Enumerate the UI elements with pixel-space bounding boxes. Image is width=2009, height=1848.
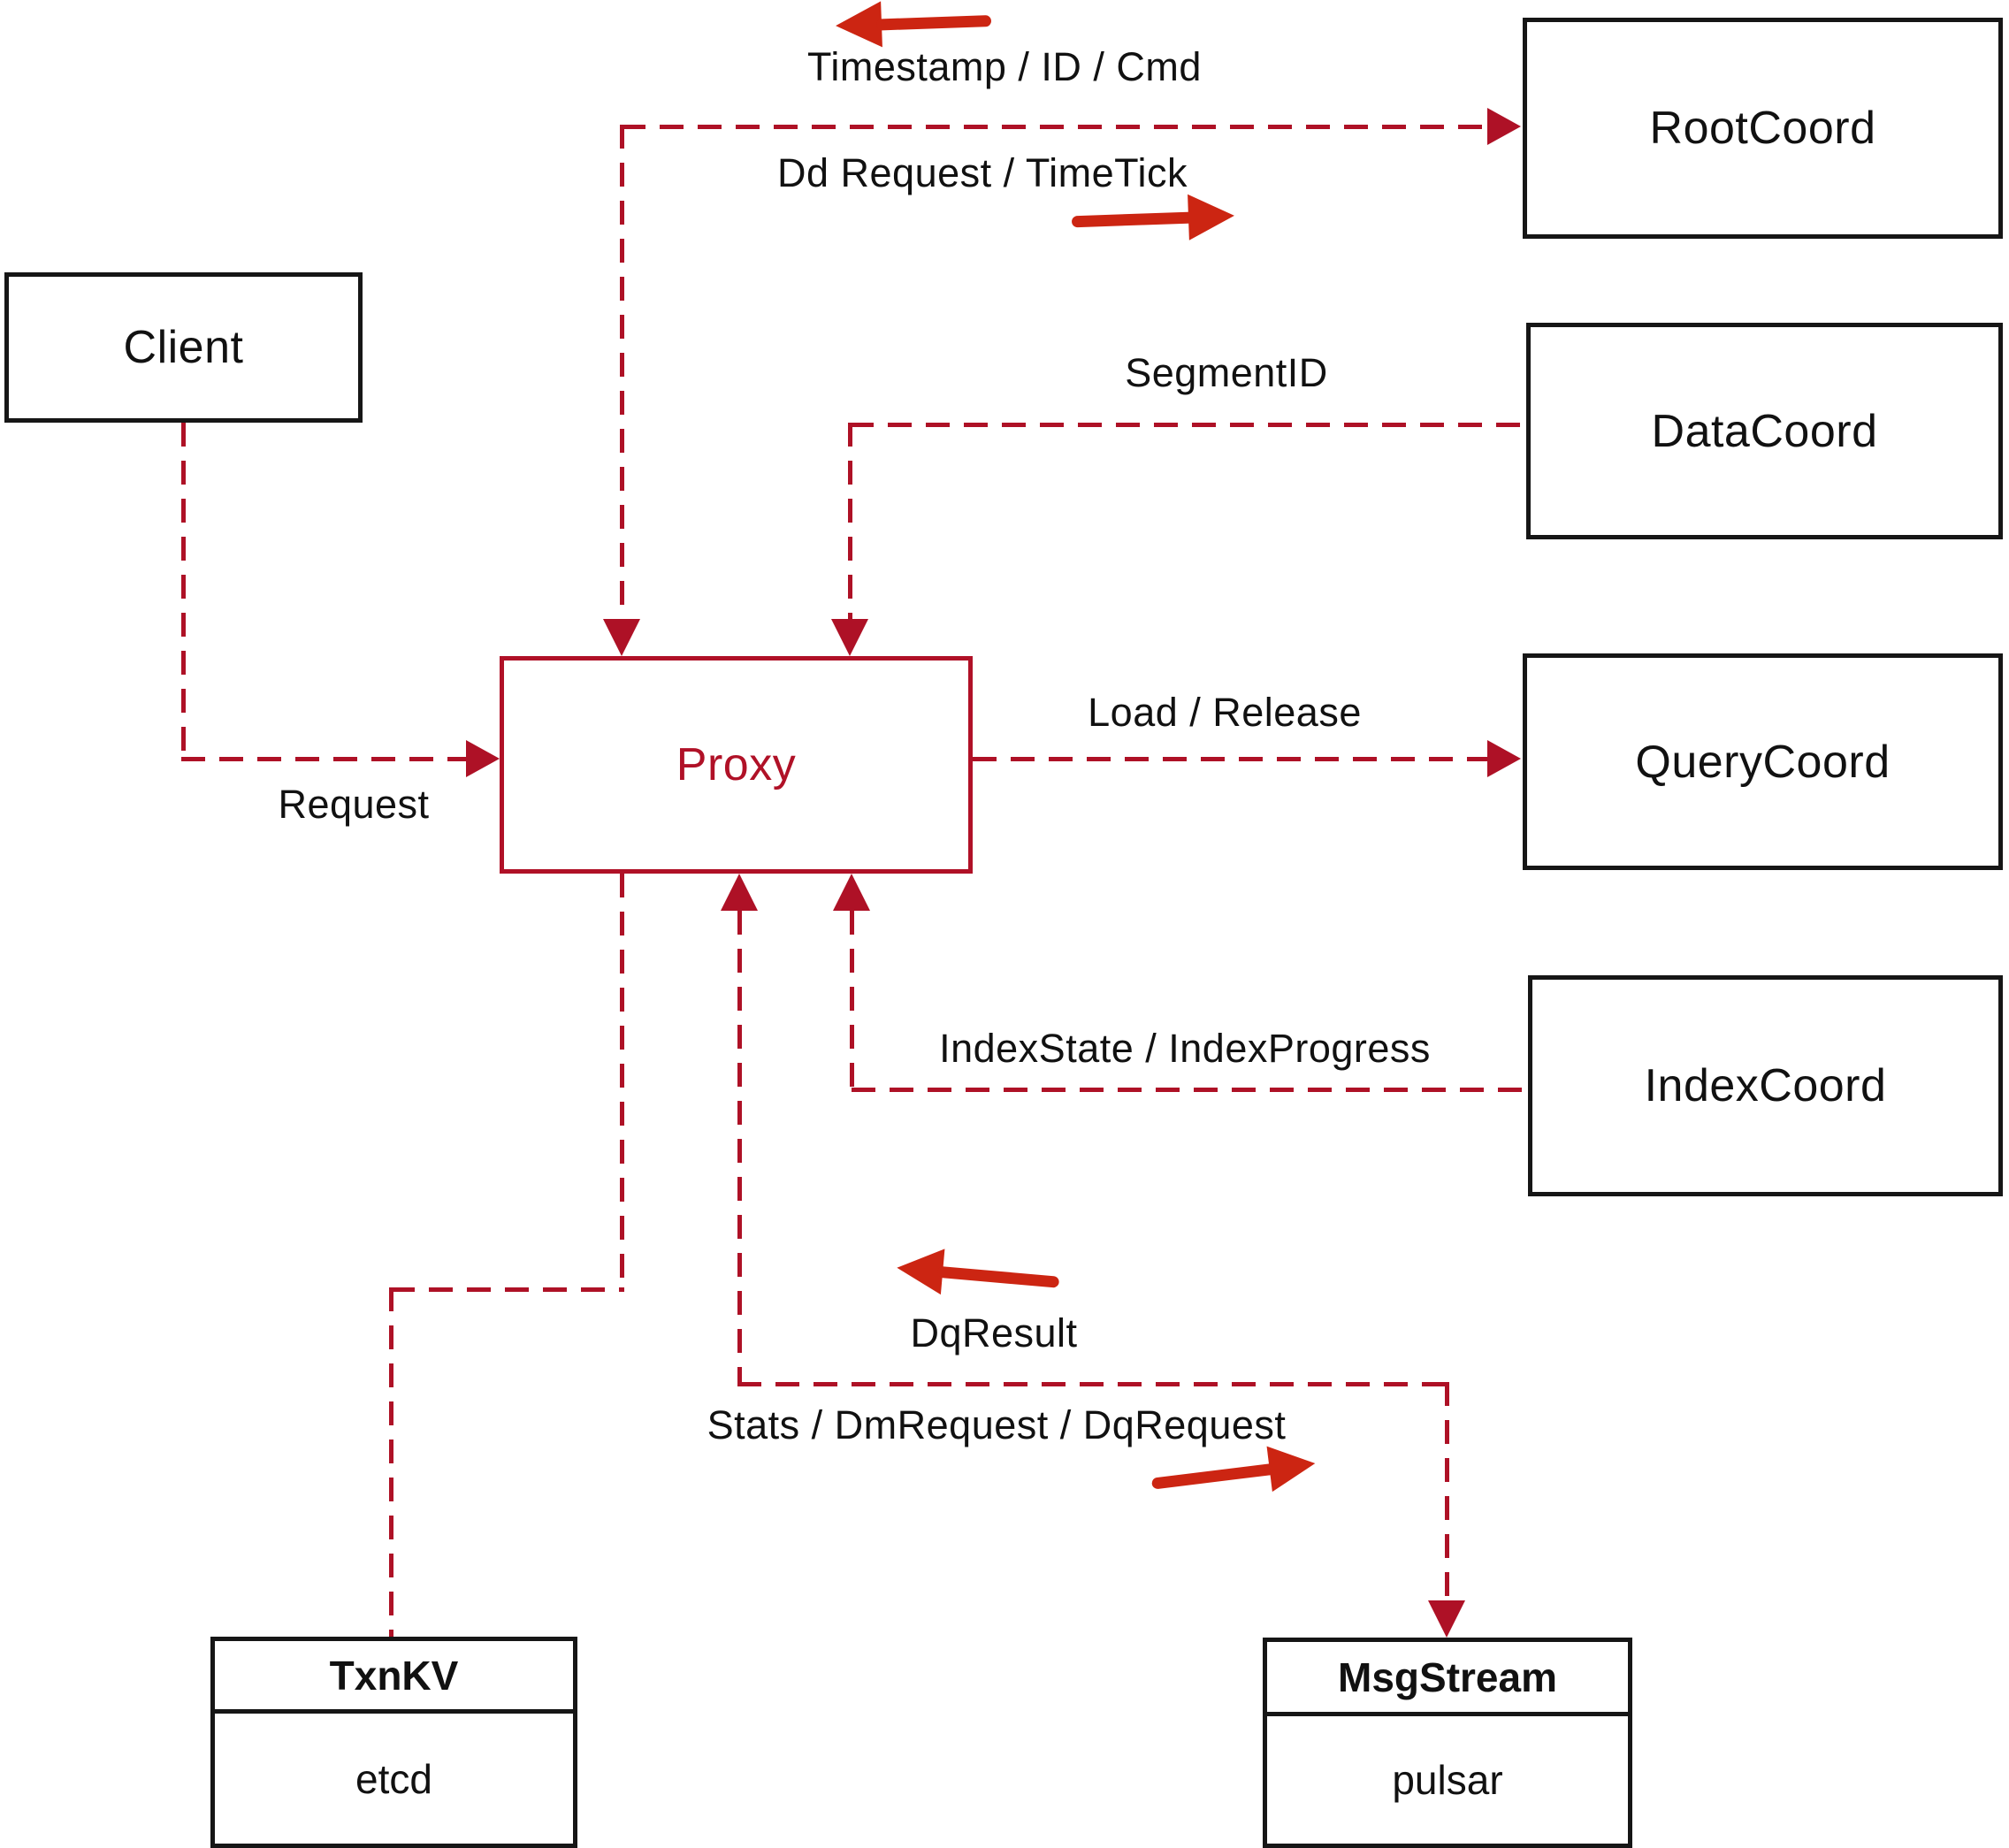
node-querycoord: QueryCoord <box>1523 653 2003 870</box>
node-proxy-label: Proxy <box>676 739 797 790</box>
node-msgstream: MsgStream pulsar <box>1263 1638 1632 1848</box>
edge-label-stats: Stats / DmRequest / DqRequest <box>707 1402 1287 1447</box>
node-txnkv-subtitle: etcd <box>355 1755 432 1802</box>
node-datacoord: DataCoord <box>1526 323 2003 539</box>
direction-left-arrow-icon <box>835 0 997 50</box>
edge-msgstream-arrowhead <box>1428 1600 1465 1638</box>
edge-label-segmentid: SegmentID <box>1125 350 1328 395</box>
node-rootcoord: RootCoord <box>1523 18 2003 239</box>
edge-txnkv-vline1 <box>620 874 624 1291</box>
node-indexcoord: IndexCoord <box>1528 975 2003 1196</box>
edge-msgstream-hline <box>737 1382 1450 1386</box>
node-datacoord-label: DataCoord <box>1651 405 1878 457</box>
edge-loadrelease-hline <box>973 757 1487 761</box>
edge-msgstream-proxy-arrowhead <box>721 874 758 911</box>
edge-label-indexstate: IndexState / IndexProgress <box>939 1026 1431 1071</box>
edge-txnkv-vline2 <box>389 1287 393 1637</box>
node-msgstream-title: MsgStream <box>1267 1642 1628 1716</box>
direction-left-arrow-dqresult-icon <box>895 1244 1066 1305</box>
node-msgstream-subtitle: pulsar <box>1392 1757 1503 1803</box>
arrow-shaft <box>936 1265 1060 1288</box>
edge-label-timestamp: Timestamp / ID / Cmd <box>807 44 1202 89</box>
edge-indexstate-vline <box>850 911 854 1088</box>
edge-rootcoord-vline <box>620 125 624 619</box>
edge-segmentid-arrowhead <box>831 619 868 656</box>
node-indexcoord-label: IndexCoord <box>1644 1060 1887 1111</box>
node-txnkv: TxnKV etcd <box>210 1637 577 1848</box>
node-client: Client <box>4 272 363 423</box>
node-client-label: Client <box>123 322 244 373</box>
node-querycoord-label: QueryCoord <box>1635 736 1891 788</box>
direction-right-arrow-icon <box>1071 192 1241 245</box>
arrow-shaft <box>1071 211 1195 227</box>
edge-rootcoord-proxy-arrowhead <box>603 619 640 656</box>
edge-rootcoord-arrowhead <box>1487 108 1521 145</box>
edge-label-load-release: Load / Release <box>1088 690 1362 735</box>
node-proxy: Proxy <box>500 656 973 874</box>
edge-indexstate-hline <box>852 1088 1530 1092</box>
edge-rootcoord-hline <box>622 125 1487 129</box>
edge-label-request: Request <box>278 782 430 827</box>
edge-request-arrowhead <box>466 740 500 777</box>
node-txnkv-title: TxnKV <box>215 1641 573 1714</box>
arrow-head <box>1188 192 1235 241</box>
edge-label-dqresult: DqResult <box>910 1310 1078 1355</box>
edge-txnkv-hline <box>391 1287 624 1292</box>
direction-right-arrow-stats-icon <box>1149 1439 1323 1508</box>
edge-segmentid-vline <box>848 423 852 619</box>
edge-msgstream-vline1 <box>737 911 742 1384</box>
edge-indexstate-arrowhead <box>833 874 870 911</box>
node-rootcoord-label: RootCoord <box>1649 103 1876 154</box>
arrow-head <box>835 1 882 50</box>
edge-request-vline <box>181 423 186 759</box>
edge-label-dd-request: Dd Request / TimeTick <box>777 150 1188 195</box>
arrow-shaft <box>875 14 992 31</box>
edge-msgstream-vline2 <box>1445 1382 1449 1600</box>
arrow-shaft <box>1150 1462 1276 1490</box>
edge-loadrelease-arrowhead <box>1487 740 1521 777</box>
edge-request-hline <box>181 757 466 761</box>
edge-segmentid-hline <box>850 423 1526 427</box>
